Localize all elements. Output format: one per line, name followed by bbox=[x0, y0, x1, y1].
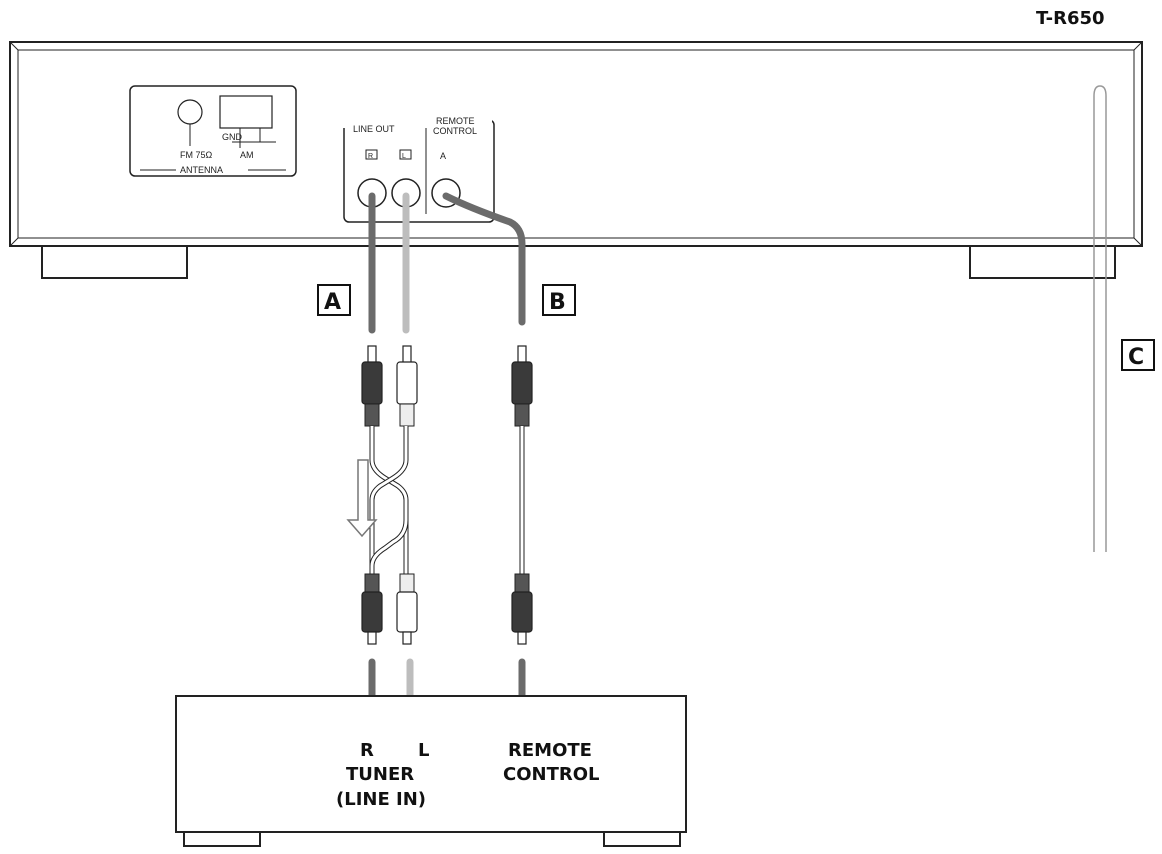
direction-arrow-icon bbox=[346, 459, 378, 538]
remote-label-1: REMOTE bbox=[436, 116, 475, 126]
rca-cable-a bbox=[361, 345, 418, 645]
receiver-line-in-label: (LINE IN) bbox=[336, 789, 426, 810]
output-panel: LINE OUT REMOTE CONTROL R L A bbox=[340, 112, 495, 223]
receiver-r-label: R bbox=[360, 740, 374, 761]
am-label: AM bbox=[240, 150, 254, 160]
remote-cable-b bbox=[511, 345, 533, 645]
jack-r-label: R bbox=[368, 153, 373, 160]
am-terminal-icon bbox=[219, 95, 273, 129]
receiver-foot-right bbox=[603, 831, 681, 847]
callout-a: A bbox=[317, 284, 351, 316]
plug-l-bottom bbox=[396, 573, 418, 645]
cable-b-top bbox=[442, 192, 526, 326]
cable-a-top bbox=[368, 192, 410, 334]
receiver-remote-label-1: REMOTE bbox=[508, 740, 592, 761]
svg-text:B: B bbox=[549, 290, 566, 315]
jack-r-marker bbox=[365, 149, 378, 160]
fm-terminal-icon bbox=[177, 99, 203, 125]
power-cord-c bbox=[1093, 85, 1107, 552]
jack-l-label: L bbox=[402, 153, 406, 160]
line-out-label: LINE OUT bbox=[353, 124, 395, 134]
antenna-section: GND FM 75Ω AM ANTENNA bbox=[129, 85, 297, 177]
receiver-foot-left bbox=[183, 831, 261, 847]
svg-text:C: C bbox=[1128, 345, 1144, 370]
receiver-remote-label-2: CONTROL bbox=[503, 764, 600, 785]
svg-text:A: A bbox=[324, 290, 341, 315]
receiver-tuner-label: TUNER bbox=[346, 764, 414, 785]
plug-l-top bbox=[396, 345, 418, 427]
antenna-label: ANTENNA bbox=[180, 165, 223, 175]
unit-foot-right bbox=[969, 245, 1116, 279]
gnd-label: GND bbox=[222, 132, 243, 142]
receiver-unit bbox=[175, 695, 687, 847]
fm-label: FM 75Ω bbox=[180, 150, 213, 160]
jack-l-marker bbox=[399, 149, 412, 160]
receiver-body bbox=[175, 695, 687, 833]
remote-label-2: CONTROL bbox=[433, 126, 477, 136]
plug-r-top bbox=[361, 345, 383, 427]
callout-b: B bbox=[542, 284, 576, 316]
plug-r-bottom bbox=[361, 573, 383, 645]
jack-a-label: A bbox=[440, 151, 446, 161]
callout-c: C bbox=[1121, 339, 1155, 371]
unit-inner-edge bbox=[17, 49, 1135, 239]
receiver-l-label: L bbox=[418, 740, 429, 761]
unit-foot-left bbox=[41, 245, 188, 279]
model-label: T-R650 bbox=[1036, 8, 1105, 29]
